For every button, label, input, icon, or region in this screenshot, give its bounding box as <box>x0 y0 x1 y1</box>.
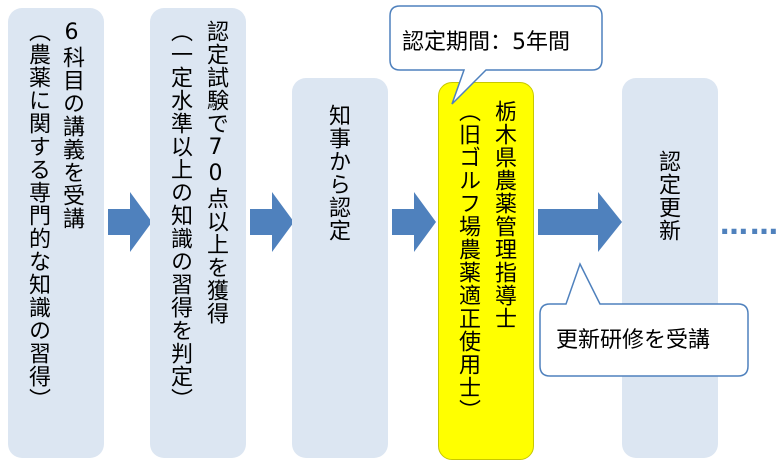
step-3-title: 知事から認定 <box>325 104 350 242</box>
arrow-right-icon <box>538 192 622 252</box>
renewal-callout-text: 更新研修を受講 <box>556 328 711 353</box>
arrow-right-icon <box>250 192 294 252</box>
step-4-title: 栃木県農薬管理指導士 <box>491 100 516 330</box>
step-2-box <box>150 8 246 458</box>
step-2-detail: （一定水準以上の知識の習得を判定） <box>167 20 192 411</box>
step-4-box <box>438 82 534 460</box>
step-1-title: 6科目の講義を受講 <box>59 20 84 230</box>
step-5-title: 認定更新 <box>655 150 680 242</box>
step-2-title: 認定試験で70点以上を獲得 <box>203 20 228 325</box>
step-4-detail: （旧ゴルフ場農薬適正使用士） <box>455 100 480 422</box>
continuation-dots: …… <box>720 208 778 241</box>
arrow-right-icon <box>392 192 436 252</box>
step-5-box <box>622 78 718 458</box>
step-3-box <box>292 78 388 458</box>
period-callout-text: 認定期間：5年間 <box>402 30 570 55</box>
step-1-detail: （農薬に関する専門的な知識の習得） <box>25 20 50 411</box>
renewal-callout-bubble <box>539 262 749 377</box>
arrow-right-icon <box>108 192 152 252</box>
step-1-box <box>8 8 104 458</box>
period-callout-bubble <box>389 5 603 105</box>
